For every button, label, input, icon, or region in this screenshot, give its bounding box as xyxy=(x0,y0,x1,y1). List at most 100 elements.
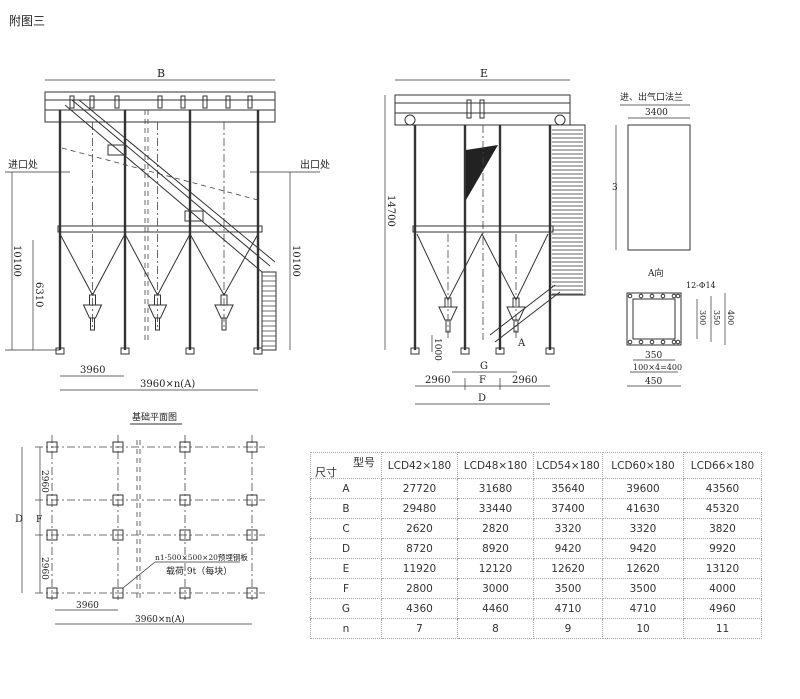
embedded-plate xyxy=(112,587,124,599)
foundation-title: 基础平面图 xyxy=(132,411,177,423)
bolt-hole xyxy=(660,339,666,345)
filter-bag-top xyxy=(202,95,208,109)
embedded-plate xyxy=(46,441,58,453)
specification-table: 尺寸 型号 LCD42×180 LCD48×180 LCD54×180 LCD6… xyxy=(310,452,762,639)
table-cell: 8 xyxy=(457,618,534,639)
dim-3400: 3400 xyxy=(645,108,668,118)
bolt-hole xyxy=(649,293,655,299)
dim-400: 400 xyxy=(726,310,735,325)
inlet-label: 进口处 xyxy=(8,159,38,171)
side-view: E 14700 1000 A G 2960 F 2960 D xyxy=(384,67,586,405)
row-label: D xyxy=(310,538,382,559)
hopper-outlet xyxy=(89,294,96,306)
model-header: LCD48×180 xyxy=(457,452,534,479)
dim-14700: 14700 xyxy=(385,195,396,227)
table-cell: 12120 xyxy=(457,558,534,579)
dim-D-foundation: D xyxy=(15,514,23,525)
table-cell: 39600 xyxy=(602,478,684,499)
dim-1000: 1000 xyxy=(432,338,442,361)
filter-bag-top xyxy=(180,95,186,109)
discharge-pipe xyxy=(445,319,451,333)
bolt-hole xyxy=(671,293,677,299)
filter-bag-top xyxy=(114,95,120,109)
table-cell: 4710 xyxy=(533,598,603,619)
table-cell: 41630 xyxy=(602,498,684,519)
dim-F: F xyxy=(479,375,486,386)
table-cell: 3500 xyxy=(533,578,603,599)
embedded-plate xyxy=(179,441,191,453)
table-cell: 4960 xyxy=(683,598,762,619)
embedded-plate xyxy=(246,494,258,506)
dim-2960-upper: 2960 xyxy=(39,470,49,493)
filter-bag-top xyxy=(225,95,231,109)
embedded-plate xyxy=(246,529,258,541)
bolt-hole xyxy=(675,339,681,345)
bolt-hole xyxy=(627,293,633,299)
table-cell: 11920 xyxy=(381,558,458,579)
filter-bag-top xyxy=(69,95,75,109)
column-foot xyxy=(545,347,555,355)
table-cell: 11 xyxy=(683,618,762,639)
row-label: G xyxy=(310,598,382,619)
table-cell: 4460 xyxy=(457,598,534,619)
flange-title: 进、出气口法兰 xyxy=(620,91,683,103)
dim-6310: 6310 xyxy=(33,282,44,307)
embedded-plate-label: n1-500×500×20预埋钢板 xyxy=(155,552,248,562)
dim-hole-pitch: 100×4=400 xyxy=(633,363,682,372)
corner-dimension-label: 尺寸 xyxy=(315,466,337,479)
dim-F-foundation: F xyxy=(36,515,42,525)
dim-2960-right: 2960 xyxy=(512,375,537,386)
hopper-outlet xyxy=(444,297,452,308)
table-cell: 3320 xyxy=(533,518,603,539)
table-cell: 8920 xyxy=(457,538,534,559)
bolt-hole xyxy=(627,339,633,345)
row-label: E xyxy=(310,558,382,579)
dim-2960-lower: 2960 xyxy=(39,557,49,580)
embedded-plate xyxy=(46,529,58,541)
table-cell: 37400 xyxy=(533,498,603,519)
discharge-pipe xyxy=(513,319,519,333)
discharge-pipe xyxy=(221,317,227,331)
dim-10100-left: 10100 xyxy=(11,245,22,277)
arrow-A-label: A xyxy=(517,338,526,349)
bolt-hole xyxy=(671,339,677,345)
holes-label: 12-Φ14 xyxy=(686,281,716,290)
table-cell: 33440 xyxy=(457,498,534,519)
discharge-pipe xyxy=(155,317,160,331)
table-cell: 9420 xyxy=(602,538,684,559)
embedded-plate xyxy=(179,529,191,541)
dim-B: B xyxy=(157,67,165,80)
bolt-hole xyxy=(649,339,655,345)
bolt-hole xyxy=(638,339,644,345)
embedded-plate xyxy=(246,441,258,453)
table-cell: 3000 xyxy=(457,578,534,599)
table-cell: 45320 xyxy=(683,498,762,519)
table-cell: 3320 xyxy=(602,518,684,539)
bolt-hole xyxy=(675,293,681,299)
front-view: B 进口处 出口处 10100 6310 10100 3960 3960×n(A… xyxy=(5,67,330,391)
dim-3: 3 xyxy=(612,183,618,193)
dim-E: E xyxy=(480,67,488,80)
dim-D: D xyxy=(478,393,486,404)
dim-span: 3960×n(A) xyxy=(140,379,195,390)
model-header: LCD66×180 xyxy=(683,452,762,479)
row-label: A xyxy=(310,478,382,499)
column-foot xyxy=(460,347,470,355)
row-label: F xyxy=(310,578,382,599)
table-cell: 12620 xyxy=(602,558,684,579)
embedded-plate xyxy=(112,529,124,541)
bolt-hole xyxy=(638,293,644,299)
table-cell: 13120 xyxy=(683,558,762,579)
column-foot xyxy=(185,347,195,355)
table-cell: 2800 xyxy=(381,578,458,599)
hopper-outlet xyxy=(512,297,520,308)
table-cell: 12620 xyxy=(533,558,603,579)
discharge-pipe xyxy=(90,317,95,331)
table-cell: 8720 xyxy=(381,538,458,559)
